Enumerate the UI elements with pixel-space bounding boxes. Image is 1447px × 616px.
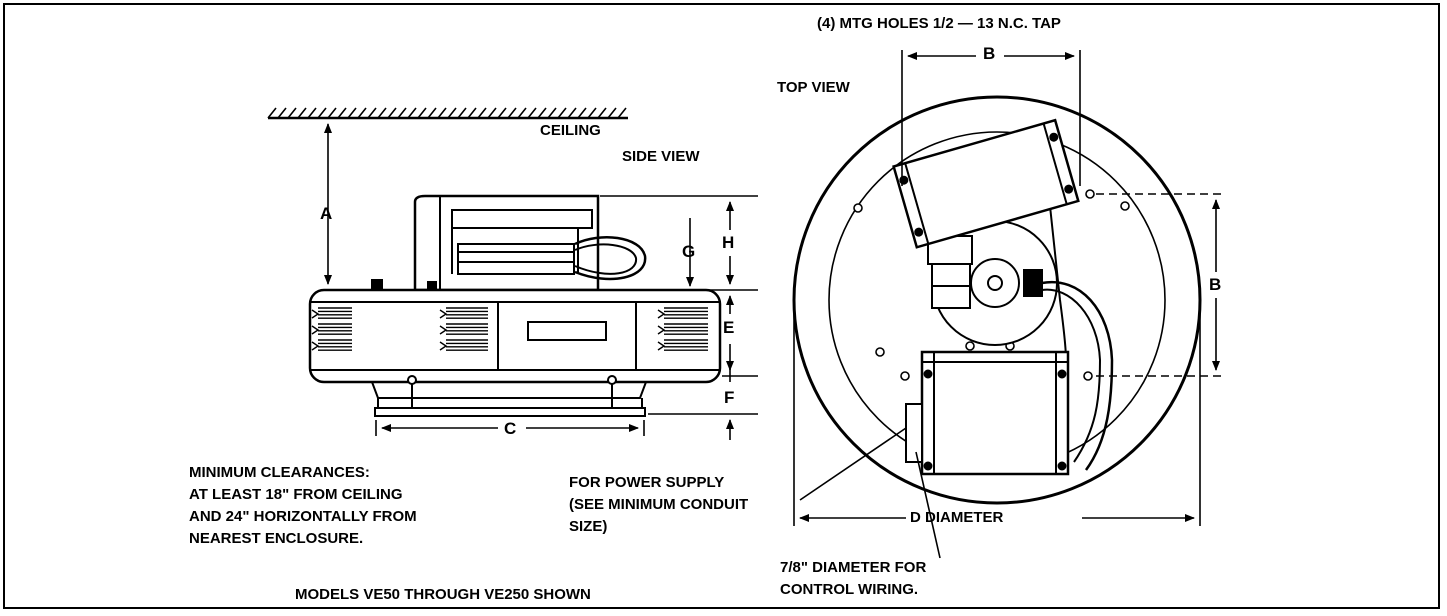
power-supply-line-2: (SEE MINIMUM CONDUIT bbox=[569, 496, 749, 513]
dimension-f-label: F bbox=[724, 388, 735, 407]
side-view bbox=[308, 194, 722, 417]
dimension-h-label: H bbox=[722, 233, 735, 252]
ceiling bbox=[267, 107, 628, 120]
control-wiring-note: 7/8" DIAMETER FOR CONTROL WIRING. bbox=[780, 559, 926, 598]
power-supply-line-1: FOR POWER SUPPLY bbox=[569, 474, 725, 491]
dimension-b-top-label: B bbox=[983, 44, 996, 63]
clearance-line-2: AT LEAST 18" FROM CEILING bbox=[189, 486, 403, 503]
top-view-title: TOP VIEW bbox=[777, 79, 850, 96]
dimension-a-label: A bbox=[320, 204, 333, 223]
dimension-g-label: G bbox=[682, 242, 696, 261]
control-wiring-line-2: CONTROL WIRING. bbox=[780, 581, 919, 598]
diagram-frame bbox=[3, 3, 1440, 609]
top-view-dimensions bbox=[793, 50, 1226, 559]
dimension-e-label: E bbox=[723, 318, 735, 337]
dimension-b-side-label: B bbox=[1209, 275, 1222, 294]
models-note: MODELS VE50 THROUGH VE250 SHOWN bbox=[295, 586, 591, 603]
control-wiring-line-1: 7/8" DIAMETER FOR bbox=[780, 559, 927, 576]
power-supply-note: FOR POWER SUPPLY (SEE MINIMUM CONDUIT SI… bbox=[569, 474, 748, 535]
clearance-line-1: MINIMUM CLEARANCES: bbox=[189, 464, 370, 481]
side-view-dimensions bbox=[324, 123, 758, 440]
top-view bbox=[792, 95, 1202, 505]
clearance-line-4: NEAREST ENCLOSURE. bbox=[189, 530, 364, 547]
dimension-c-label: C bbox=[504, 419, 517, 438]
mounting-holes bbox=[853, 189, 1130, 381]
power-supply-line-3: SIZE) bbox=[569, 518, 608, 535]
clearance-line-3: AND 24" HORIZONTALLY FROM bbox=[189, 508, 417, 525]
mounting-holes-note: (4) MTG HOLES 1/2 — 13 N.C. TAP bbox=[817, 15, 1061, 32]
side-view-title: SIDE VIEW bbox=[622, 148, 700, 165]
dimension-d-label: D DIAMETER bbox=[910, 509, 1004, 526]
ceiling-label: CEILING bbox=[540, 122, 601, 139]
clearance-note: MINIMUM CLEARANCES: AT LEAST 18" FROM CE… bbox=[189, 464, 417, 547]
